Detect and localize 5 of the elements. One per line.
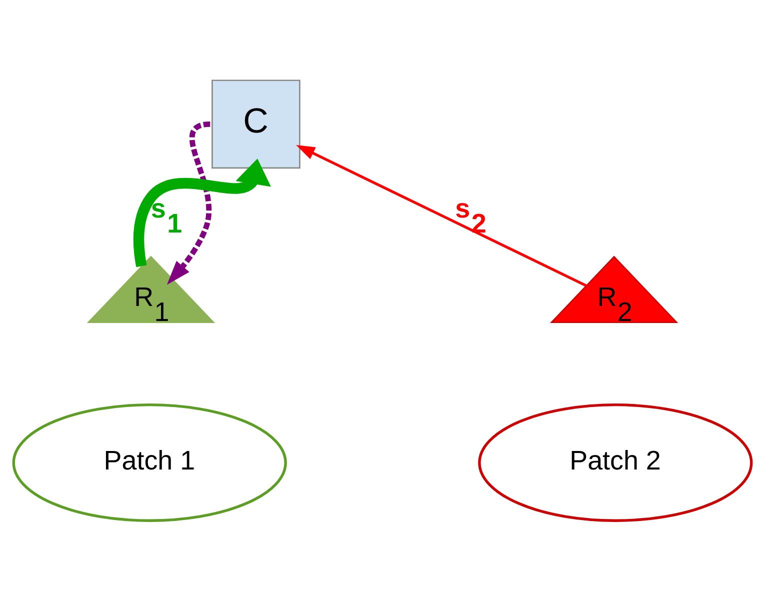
node-box: C [212,80,300,169]
node-ellipse: Patch 2 [478,403,753,522]
arrow [296,144,587,287]
node-ellipse: Patch 1 [12,403,287,522]
arrow [133,158,271,268]
